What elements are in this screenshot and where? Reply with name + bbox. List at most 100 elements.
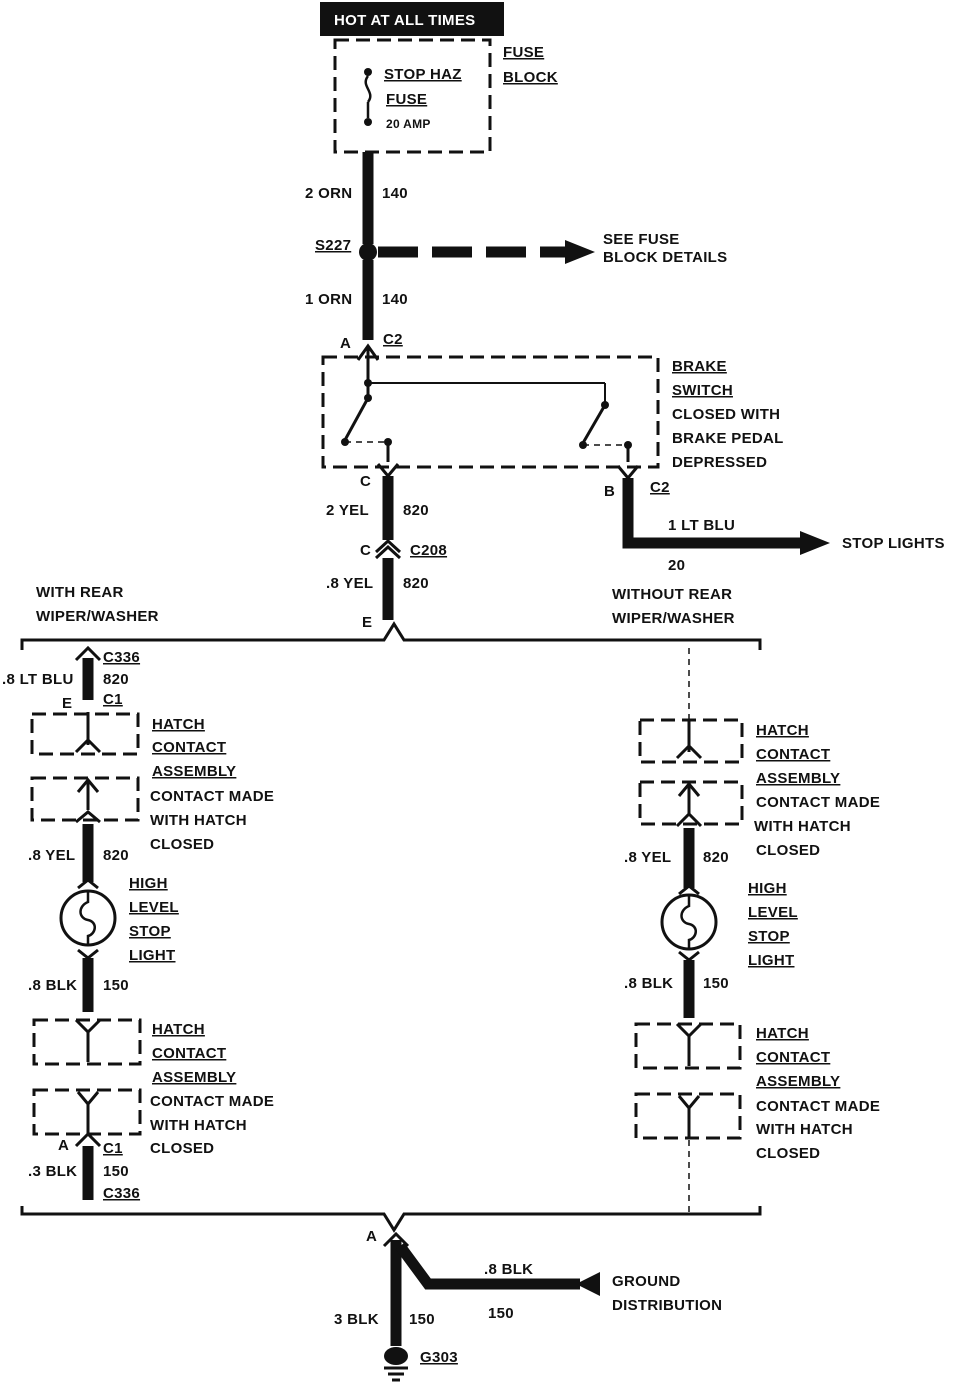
right-hatch-top-line3: ASSEMBLY [756, 770, 840, 787]
ground-distribution-arrow-icon [576, 1272, 600, 1296]
right-stop-light-line2: LEVEL [748, 904, 798, 921]
right-hatch-contact-top-box2 [638, 780, 744, 826]
wire-1-lt-blu-circuit: 20 [668, 557, 685, 574]
ground-dist-circuit: 150 [488, 1305, 514, 1322]
option-split-bus-top [20, 621, 762, 650]
left-wire-08-yel-circuit: 820 [103, 847, 129, 864]
connector-c208-symbol [374, 538, 402, 560]
right-wire-08-yel-circuit: 820 [703, 849, 729, 866]
fuse-symbol [364, 68, 372, 126]
left-hatch-top-line1: HATCH [152, 716, 205, 733]
right-hatch-top-line5: WITH HATCH [754, 818, 851, 835]
fuse-block-box [333, 38, 492, 154]
left-stop-light-line2: LEVEL [129, 899, 179, 916]
without-rear-wiper-line2: WIPER/WASHER [612, 610, 735, 627]
brake-switch-box [321, 355, 660, 469]
left-wire-08-yel-gauge: .8 YEL [28, 847, 75, 864]
stop-lights-label: STOP LIGHTS [842, 535, 945, 552]
left-stop-light-line1: HIGH [129, 875, 168, 892]
ground-distribution-line1: GROUND [612, 1273, 680, 1290]
ground-connector-symbol [382, 1231, 410, 1248]
connector-c2-pin-a: A [340, 335, 351, 352]
see-fuse-note-line1: SEE FUSE [603, 231, 680, 248]
left-hatch-contact-bottom-box1 [32, 1018, 142, 1066]
left-hatch-top-line5: WITH HATCH [150, 812, 247, 829]
right-wire-08-blk-circuit: 150 [703, 975, 729, 992]
ground-dist-gauge: .8 BLK [484, 1261, 533, 1278]
right-hatch-top-line1: HATCH [756, 722, 809, 739]
right-hatch-contact-top-box1 [638, 718, 744, 764]
left-hatch-top-line3: ASSEMBLY [152, 763, 236, 780]
left-stop-light-bulb-icon [59, 878, 117, 960]
fuse-name-line1: STOP HAZ [384, 66, 462, 83]
wire-1-lt-blu-20 [622, 478, 808, 549]
left-hatch-bottom-line6: CLOSED [150, 1140, 214, 1157]
right-hatch-top-line6: CLOSED [756, 842, 820, 859]
right-hatch-contact-bottom-box1 [634, 1022, 742, 1070]
left-c1-pin-a: A [58, 1137, 69, 1154]
left-hatch-bottom-line5: WITH HATCH [150, 1117, 247, 1134]
left-hatch-bottom-line3: ASSEMBLY [152, 1069, 236, 1086]
left-hatch-contact-top-box1 [30, 712, 140, 756]
fuse-block-title-line2: BLOCK [503, 69, 558, 86]
left-hatch-top-line2: CONTACT [152, 739, 226, 756]
left-wire-08-blk-circuit: 150 [103, 977, 129, 994]
wire-08-yel-circuit: 820 [403, 575, 429, 592]
left-wire-08-lt-blu-circuit: 820 [103, 671, 129, 688]
right-hatch-top-line2: CONTACT [756, 746, 830, 763]
left-hatch-top-line4: CONTACT MADE [150, 788, 274, 805]
splice-s227-dot [359, 243, 377, 261]
hot-at-all-times-banner [320, 2, 504, 36]
wire-2-yel-gauge: 2 YEL [326, 502, 369, 519]
right-hatch-bottom-line1: HATCH [756, 1025, 809, 1042]
connector-c208-pin: C [360, 542, 371, 559]
wire-1-orn-gauge: 1 ORN [305, 291, 352, 308]
left-hatch-bottom-line2: CONTACT [152, 1045, 226, 1062]
left-hatch-contact-bottom-symbol [74, 1018, 102, 1148]
connector-c2-top-label: C2 [383, 331, 403, 348]
splice-s227-label: S227 [315, 237, 351, 254]
right-wire-08-yel-gauge: .8 YEL [624, 849, 671, 866]
left-c336-bottom-label: C336 [103, 1185, 140, 1202]
stop-lights-arrow-icon [800, 531, 830, 555]
left-hatch-bottom-line1: HATCH [152, 1021, 205, 1038]
hot-at-all-times-label: HOT AT ALL TIMES [334, 12, 475, 29]
wire-08-yel-gauge: .8 YEL [326, 575, 373, 592]
ground-icon [384, 1347, 408, 1382]
brake-switch-desc-line2: BRAKE PEDAL [672, 430, 784, 447]
brake-switch-title-line1: BRAKE [672, 358, 727, 375]
without-rear-wiper-line1: WITHOUT REAR [612, 586, 732, 603]
right-stop-light-line3: STOP [748, 928, 790, 945]
right-hatch-top-line4: CONTACT MADE [756, 794, 880, 811]
with-rear-wiper-line1: WITH REAR [36, 584, 124, 601]
right-stop-light-bulb-icon [660, 884, 718, 962]
right-hatch-bottom-line5: WITH HATCH [756, 1121, 853, 1138]
see-fuse-note-line2: BLOCK DETAILS [603, 249, 727, 266]
option-merge-bus-bottom [20, 1206, 762, 1233]
see-fuse-arrow-icon [565, 240, 595, 264]
left-hatch-contact-top-box2 [30, 776, 140, 822]
right-hatch-bottom-line4: CONTACT MADE [756, 1098, 880, 1115]
connector-pin-b: B [604, 483, 615, 500]
right-stop-light-line4: LIGHT [748, 952, 795, 969]
connector-pin-c: C [360, 473, 371, 490]
brake-switch-desc-line1: CLOSED WITH [672, 406, 780, 423]
left-c336-top-symbol [74, 645, 102, 662]
with-rear-wiper-line2: WIPER/WASHER [36, 608, 159, 625]
left-c1-bottom-label: C1 [103, 1140, 123, 1157]
ground-wire-gauge: 3 BLK [334, 1311, 379, 1328]
wire-2-orn-gauge: 2 ORN [305, 185, 352, 202]
right-hatch-contact-top-symbol [675, 720, 703, 828]
left-hatch-top-line6: CLOSED [150, 836, 214, 853]
left-c1-pin-e: E [62, 695, 72, 712]
right-hatch-bottom-line6: CLOSED [756, 1145, 820, 1162]
connector-pin-e: E [362, 614, 372, 631]
fuse-name-line2: FUSE [386, 91, 427, 108]
left-c336-top-label: C336 [103, 649, 140, 666]
left-wire-08-lt-blu-gauge: .8 LT BLU [2, 671, 74, 688]
ground-distribution-wire [395, 1242, 580, 1290]
left-stop-light-line4: LIGHT [129, 947, 176, 964]
brake-switch-contacts [341, 346, 632, 462]
wire-2-orn-circuit: 140 [382, 185, 408, 202]
